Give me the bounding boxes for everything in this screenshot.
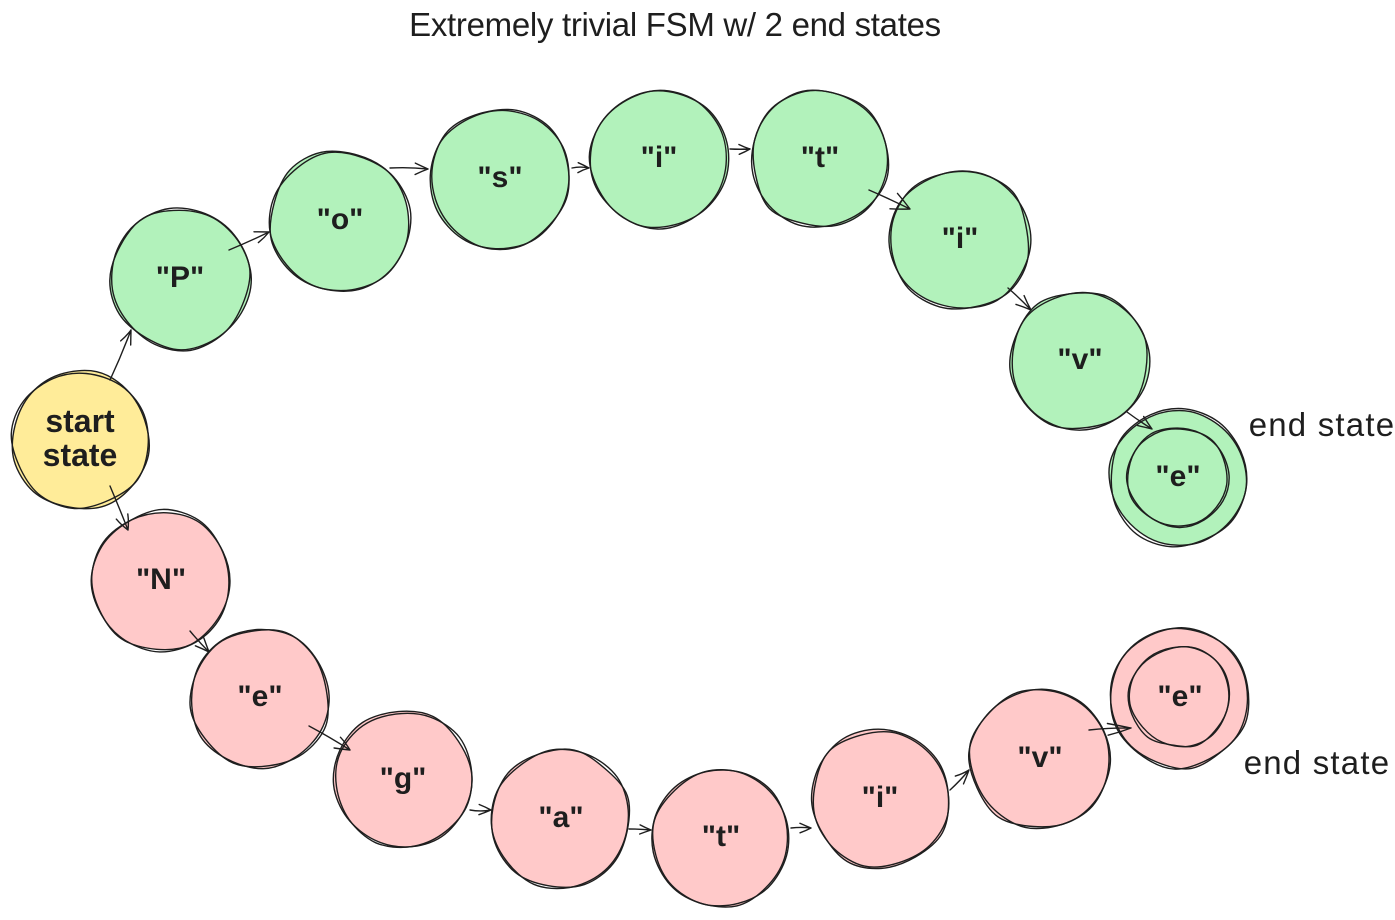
- svg-text:"s": "s": [477, 161, 522, 194]
- svg-text:Extremely trivial FSM w/ 2 end: Extremely trivial FSM w/ 2 end states: [409, 6, 941, 43]
- svg-text:"e": "e": [1155, 460, 1200, 493]
- svg-text:"a": "a": [538, 801, 583, 834]
- svg-text:"v": "v": [1057, 343, 1102, 376]
- svg-text:"e": "e": [1157, 680, 1202, 713]
- svg-text:"o": "o": [317, 203, 364, 236]
- svg-text:"e": "e": [237, 680, 282, 713]
- svg-text:end state: end state: [1244, 744, 1391, 781]
- svg-text:"g": "g": [380, 762, 427, 795]
- svg-text:"v": "v": [1017, 741, 1062, 774]
- svg-text:state: state: [43, 437, 118, 473]
- svg-text:"i": "i": [862, 781, 899, 814]
- svg-text:"i": "i": [641, 141, 678, 174]
- svg-text:"i": "i": [942, 222, 979, 255]
- svg-text:start: start: [45, 403, 115, 439]
- svg-text:end state: end state: [1249, 406, 1395, 443]
- svg-text:"P": "P": [156, 261, 204, 294]
- svg-text:"N": "N": [136, 563, 186, 596]
- svg-text:"t": "t": [801, 141, 839, 174]
- svg-text:"t": "t": [702, 820, 740, 853]
